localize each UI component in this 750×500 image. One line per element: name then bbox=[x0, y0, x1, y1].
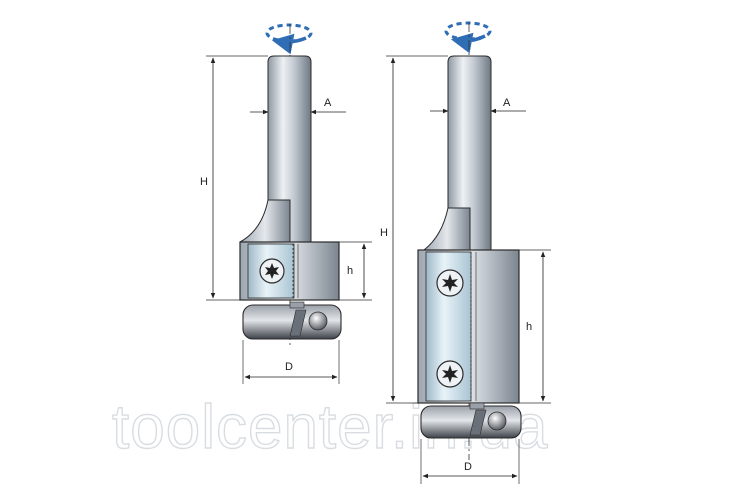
left-D-label: D bbox=[285, 361, 293, 373]
right-bearing bbox=[420, 402, 522, 439]
left-bearing bbox=[242, 301, 342, 340]
right-H-label: H bbox=[380, 227, 388, 239]
right-dimension-h: h bbox=[519, 249, 551, 404]
left-router-bit: H A h D bbox=[200, 23, 372, 384]
left-body-fillet bbox=[239, 199, 291, 243]
left-dimension-A: A bbox=[250, 97, 346, 115]
right-router-bit: H A h D bbox=[380, 21, 551, 484]
right-torx-screw-top-icon bbox=[436, 269, 464, 297]
left-H-label: H bbox=[200, 176, 208, 188]
right-D-label: D bbox=[464, 461, 472, 473]
left-rotation-arrow-icon bbox=[265, 23, 313, 55]
left-dimension-h: h bbox=[339, 241, 372, 301]
left-shank bbox=[267, 55, 312, 243]
right-dimension-A: A bbox=[430, 97, 526, 114]
left-dimension-H: H bbox=[200, 55, 268, 301]
left-h-label: h bbox=[347, 265, 353, 277]
right-torx-screw-bottom-icon bbox=[436, 360, 464, 388]
right-dimension-D: D bbox=[420, 439, 520, 484]
left-torx-screw-icon bbox=[259, 258, 285, 284]
right-shank bbox=[447, 55, 492, 251]
left-dimension-D: D bbox=[242, 340, 340, 384]
right-h-label: h bbox=[526, 321, 532, 333]
left-A-label: A bbox=[324, 97, 332, 109]
right-rotation-arrow-icon bbox=[444, 21, 492, 54]
right-body-fillet bbox=[422, 207, 471, 251]
right-dimension-H: H bbox=[380, 55, 448, 404]
right-A-label: A bbox=[503, 97, 511, 109]
